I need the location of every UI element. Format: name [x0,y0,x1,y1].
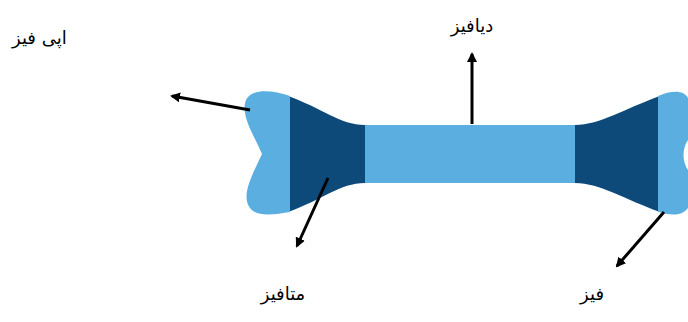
leader-arrow [297,178,328,246]
part-label: اپی فیز [12,26,67,49]
metaphysis-band [575,96,660,212]
leader-arrow [471,54,474,124]
leader-arrow [617,212,664,266]
diaphysis-shaft [362,125,578,183]
part-label: دیافیز [451,14,493,37]
part-label: فیز [580,282,604,305]
metaphysis-band [288,96,365,212]
leader-arrow [172,96,250,110]
epiphysis-knob [245,91,290,214]
epiphysis-knob [658,92,688,215]
part-label: متافیز [261,282,306,305]
